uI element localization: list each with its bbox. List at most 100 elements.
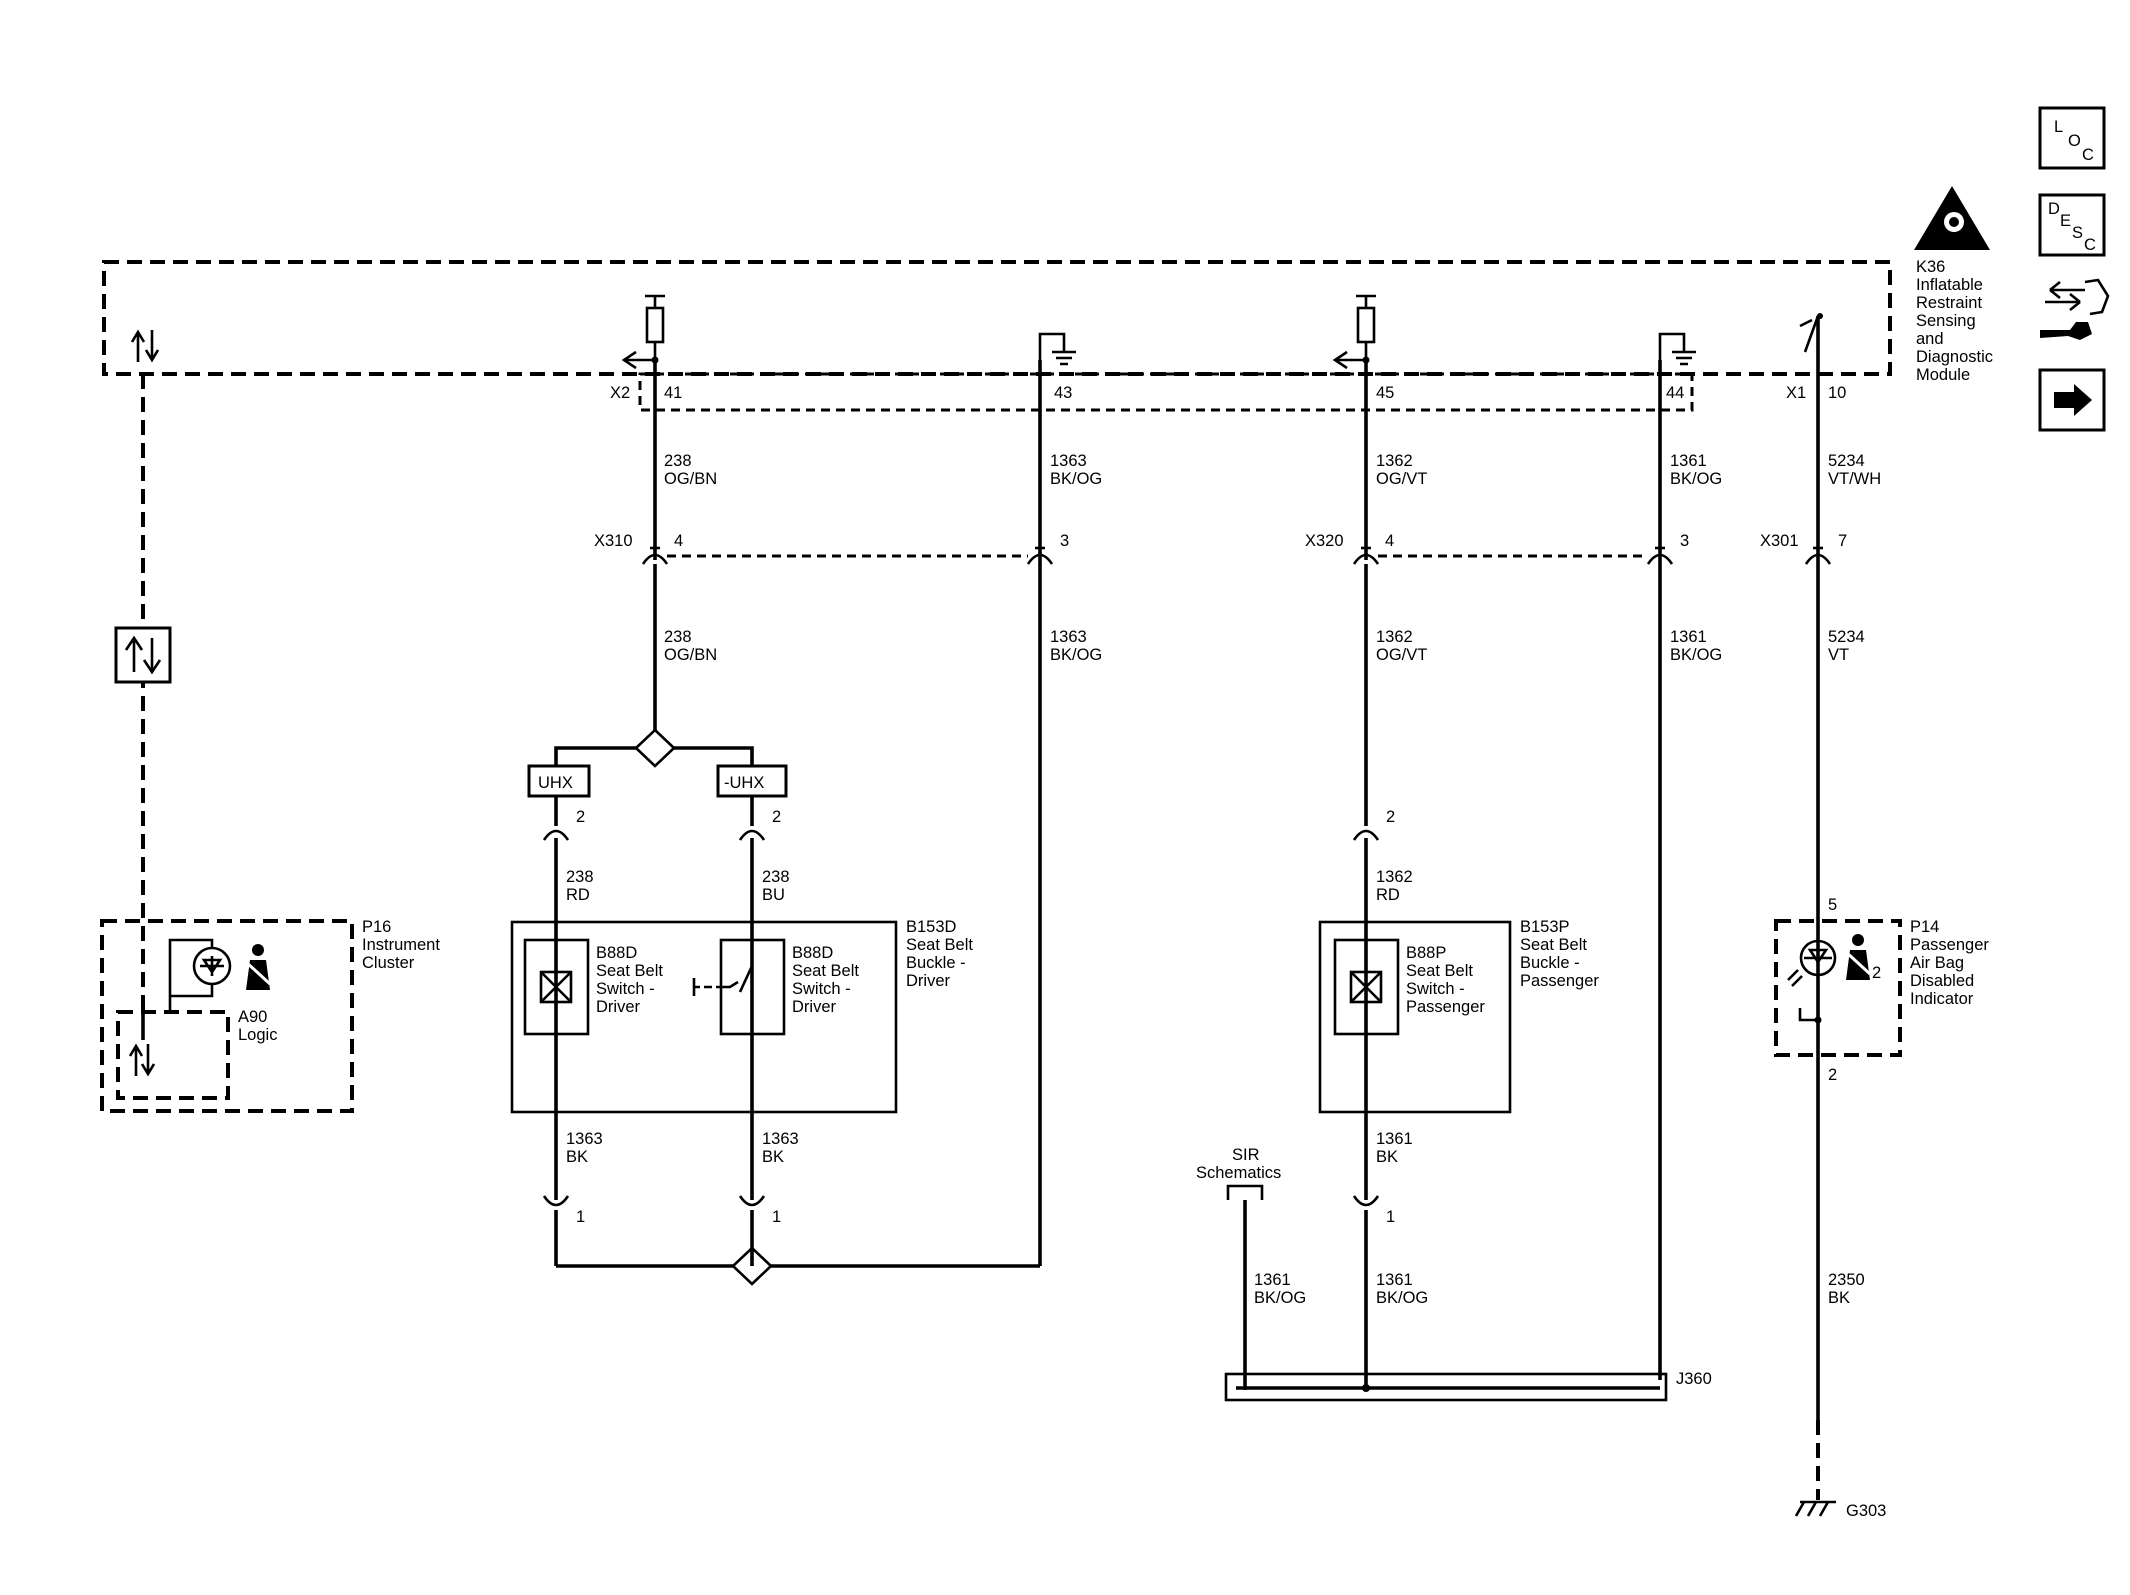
svg-text:X320: X320 bbox=[1305, 532, 1344, 550]
svg-text:J360: J360 bbox=[1676, 1370, 1712, 1388]
svg-text:BK: BK bbox=[1828, 1289, 1850, 1307]
svg-text:5: 5 bbox=[1828, 896, 1837, 914]
j360-splice: J360 bbox=[1224, 1370, 1712, 1402]
loc-button[interactable]: L O C bbox=[2038, 106, 2106, 170]
svg-text:7: 7 bbox=[1838, 532, 1847, 550]
k36-pin45-source bbox=[1332, 294, 1376, 370]
svg-text:BK/OG: BK/OG bbox=[1670, 470, 1722, 488]
svg-text:2: 2 bbox=[772, 808, 781, 826]
svg-text:Buckle -: Buckle - bbox=[1520, 954, 1580, 972]
svg-text:1: 1 bbox=[1386, 1208, 1395, 1226]
connector-views-button[interactable] bbox=[2040, 278, 2110, 340]
svg-text:Passenger: Passenger bbox=[1520, 972, 1599, 990]
serial-data-icon bbox=[130, 329, 160, 363]
airbag-warning-icon bbox=[1914, 186, 1990, 250]
k36-id: K36 bbox=[1916, 258, 1945, 276]
svg-text:B153P: B153P bbox=[1520, 918, 1570, 936]
svg-text:3: 3 bbox=[1060, 532, 1069, 550]
svg-text:10: 10 bbox=[1828, 384, 1846, 402]
svg-text:VT: VT bbox=[1828, 646, 1849, 664]
svg-text:E: E bbox=[2060, 212, 2071, 230]
svg-text:2: 2 bbox=[1386, 808, 1395, 826]
svg-text:BK: BK bbox=[566, 1148, 588, 1166]
svg-text:OG/BN: OG/BN bbox=[664, 646, 717, 664]
svg-text:BK: BK bbox=[762, 1148, 784, 1166]
svg-text:Schematics: Schematics bbox=[1196, 1164, 1281, 1182]
svg-text:1361: 1361 bbox=[1254, 1271, 1291, 1289]
svg-text:Switch -: Switch - bbox=[1406, 980, 1465, 998]
svg-text:BK/OG: BK/OG bbox=[1050, 470, 1102, 488]
svg-text:1: 1 bbox=[772, 1208, 781, 1226]
svg-text:5234: 5234 bbox=[1828, 628, 1865, 646]
k36-pin43-ground bbox=[1038, 332, 1076, 366]
svg-text:A90: A90 bbox=[238, 1008, 267, 1026]
svg-text:C: C bbox=[2082, 146, 2094, 164]
svg-text:BK/OG: BK/OG bbox=[1050, 646, 1102, 664]
b88p-switch: B88P Seat Belt Switch - Passenger bbox=[1333, 938, 1485, 1036]
b153d-buckle: B153D Seat Belt Buckle - Driver bbox=[510, 918, 973, 1114]
b88d-switch-2: B88D Seat Belt Switch - Driver bbox=[692, 938, 859, 1036]
desc-icon: D E S C bbox=[2048, 200, 2096, 254]
svg-text:C: C bbox=[2084, 236, 2096, 254]
svg-text:Sensing: Sensing bbox=[1916, 312, 1976, 330]
svg-text:P16: P16 bbox=[362, 918, 391, 936]
svg-text:1361: 1361 bbox=[1376, 1271, 1413, 1289]
svg-text:1363: 1363 bbox=[1050, 628, 1087, 646]
svg-text:1362: 1362 bbox=[1376, 628, 1413, 646]
neg-uhx-option: -UHX bbox=[716, 764, 788, 798]
svg-text:Seat Belt: Seat Belt bbox=[906, 936, 973, 954]
p14-indicator: 2 P14 Passenger Air Bag Disabled Indicat… bbox=[1774, 918, 1989, 1057]
svg-text:4: 4 bbox=[674, 532, 683, 550]
connector-views-icon bbox=[2040, 278, 2110, 340]
svg-text:1: 1 bbox=[576, 1208, 585, 1226]
svg-text:B88D: B88D bbox=[596, 944, 637, 962]
svg-text:BK/OG: BK/OG bbox=[1376, 1289, 1428, 1307]
svg-text:Switch -: Switch - bbox=[596, 980, 655, 998]
serial-data-block bbox=[114, 626, 172, 684]
svg-text:D: D bbox=[2048, 200, 2060, 218]
svg-text:1363: 1363 bbox=[762, 1130, 799, 1148]
svg-text:BU: BU bbox=[762, 886, 785, 904]
svg-text:41: 41 bbox=[664, 384, 682, 402]
svg-text:Seat Belt: Seat Belt bbox=[596, 962, 663, 980]
x320-pin3 bbox=[1646, 546, 1674, 565]
svg-text:1362: 1362 bbox=[1376, 452, 1413, 470]
svg-text:B88P: B88P bbox=[1406, 944, 1446, 962]
x310-pin3 bbox=[1026, 546, 1054, 565]
svg-text:1361: 1361 bbox=[1376, 1130, 1413, 1148]
k36-pin41-source bbox=[621, 294, 665, 370]
svg-text:-UHX: -UHX bbox=[724, 774, 764, 792]
svg-text:44: 44 bbox=[1666, 384, 1684, 402]
svg-text:3: 3 bbox=[1680, 532, 1689, 550]
svg-text:238: 238 bbox=[664, 628, 692, 646]
x301-pin7 bbox=[1804, 546, 1832, 565]
next-page-button[interactable] bbox=[2038, 368, 2106, 432]
svg-text:Driver: Driver bbox=[906, 972, 951, 990]
svg-text:43: 43 bbox=[1054, 384, 1072, 402]
svg-text:Air Bag: Air Bag bbox=[1910, 954, 1964, 972]
svg-text:Inflatable: Inflatable bbox=[1916, 276, 1983, 294]
sir-schematics-ref[interactable]: SIR Schematics bbox=[1196, 1146, 1281, 1390]
svg-text:and: and bbox=[1916, 330, 1944, 348]
k36-pin44-ground bbox=[1658, 332, 1696, 366]
x310-pin4 bbox=[641, 546, 669, 565]
svg-text:L: L bbox=[2054, 118, 2063, 136]
svg-text:238: 238 bbox=[664, 452, 692, 470]
svg-text:Diagnostic: Diagnostic bbox=[1916, 348, 1993, 366]
svg-text:5234: 5234 bbox=[1828, 452, 1865, 470]
svg-text:2: 2 bbox=[1828, 1066, 1837, 1084]
svg-text:B88D: B88D bbox=[792, 944, 833, 962]
b153p-buckle: B153P Seat Belt Buckle - Passenger bbox=[1318, 918, 1599, 1114]
svg-text:RD: RD bbox=[566, 886, 590, 904]
svg-text:Passenger: Passenger bbox=[1910, 936, 1989, 954]
x320-pin4 bbox=[1352, 546, 1380, 565]
g303-ground: G303 bbox=[1794, 1500, 1886, 1520]
b88d-switch-1: B88D Seat Belt Switch - Driver bbox=[523, 938, 663, 1036]
svg-text:1361: 1361 bbox=[1670, 628, 1707, 646]
svg-text:Cluster: Cluster bbox=[362, 954, 415, 972]
svg-text:RD: RD bbox=[1376, 886, 1400, 904]
desc-button[interactable]: D E S C bbox=[2038, 193, 2106, 257]
svg-text:OG/VT: OG/VT bbox=[1376, 646, 1427, 664]
seatbelt-warning-icon bbox=[244, 944, 272, 990]
